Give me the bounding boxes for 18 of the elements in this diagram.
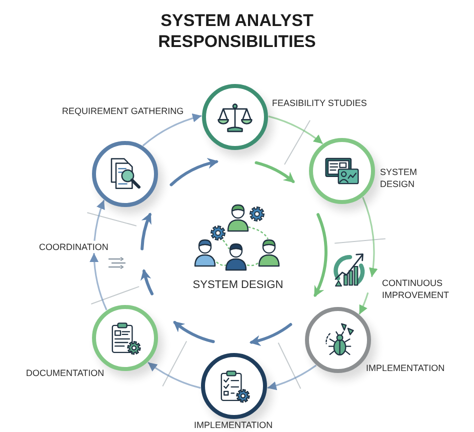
cycle-arrow xyxy=(94,200,106,241)
step-label: SYSTEM DESIGN xyxy=(380,166,418,190)
cycle-arrow xyxy=(358,292,369,315)
cycle-arrow xyxy=(90,252,108,310)
cycle-arrow xyxy=(142,114,202,146)
center-label: SYSTEM DESIGN xyxy=(192,278,284,292)
step-label: REQUIREMENT GATHERING xyxy=(62,105,184,117)
step-label: IMPLEMENTATION xyxy=(366,362,445,374)
step-label: IMPLEMENTATION xyxy=(194,419,273,431)
cycle-arrow xyxy=(267,364,317,390)
step-label: DOCUMENTATION xyxy=(26,367,104,379)
cycle-arrow xyxy=(148,362,201,389)
cycle-arrow xyxy=(268,116,324,144)
diagram-title: SYSTEM ANALYST RESPONSIBILITIES xyxy=(157,10,317,52)
step-label: COORDINATION xyxy=(39,241,108,253)
step-label: FEASIBILITY STUDIES xyxy=(272,97,367,109)
step-label: CONTINUOUS IMPROVEMENT xyxy=(368,277,450,301)
cycle-arrow xyxy=(362,196,378,278)
